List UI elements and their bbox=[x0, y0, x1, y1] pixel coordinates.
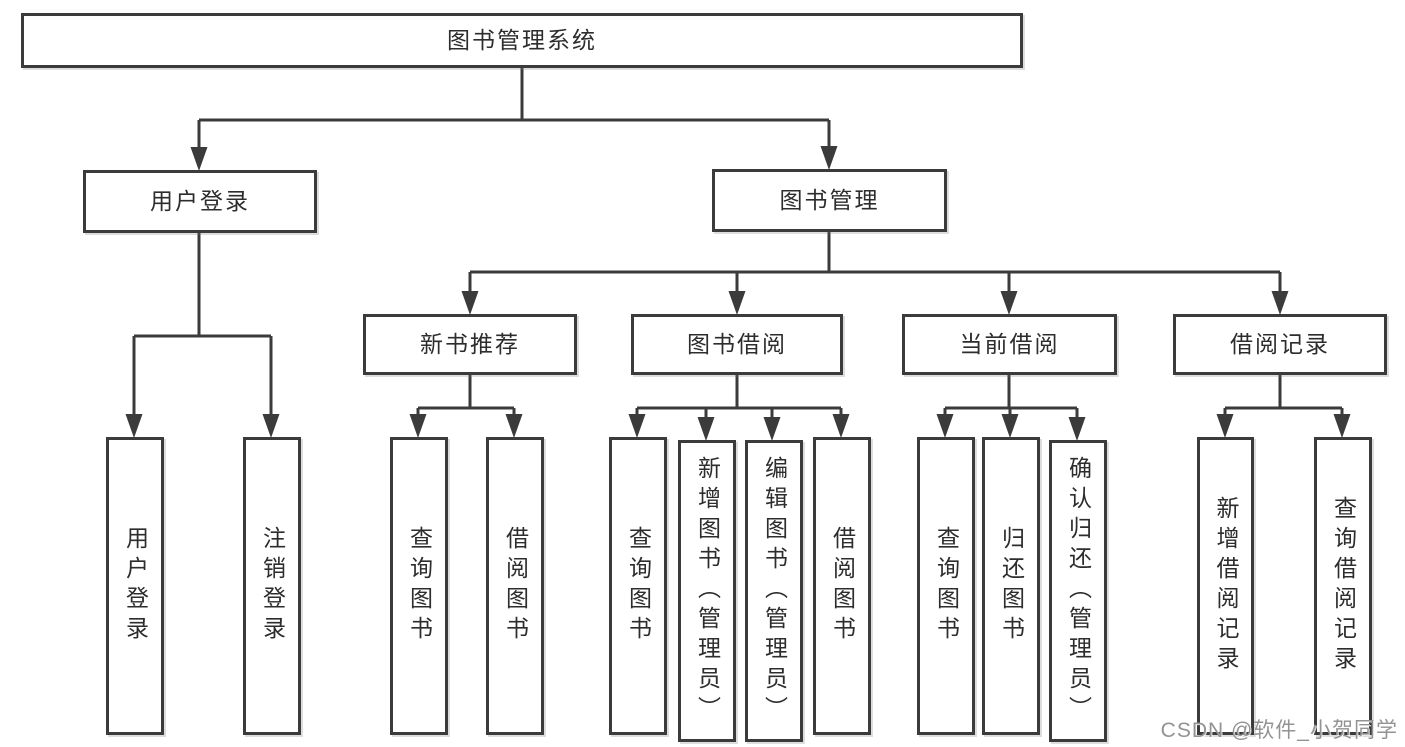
connector-borrowing-records-arrowheads bbox=[1216, 414, 1351, 438]
node-library-system: 图书管理系统 bbox=[21, 13, 1023, 68]
node-leaf-query-books-2: 查询图书 bbox=[609, 437, 667, 735]
node-current-borrowing: 当前借阅 bbox=[902, 314, 1117, 375]
watermark: CSDN @软件_小贺同学 bbox=[1160, 719, 1398, 742]
connector-root-arrowheads bbox=[190, 146, 838, 171]
connector-current-borrowing-arrowheads bbox=[936, 414, 1086, 441]
connector-user-login-lines bbox=[132, 233, 273, 415]
connector-new-book-recommend-lines bbox=[416, 375, 516, 415]
connector-new-book-recommend-arrowheads bbox=[409, 414, 523, 438]
node-leaf-borrow-books-1: 借阅图书 bbox=[486, 437, 544, 735]
node-leaf-user-login: 用户登录 bbox=[106, 437, 164, 735]
node-leaf-query-books-1: 查询图书 bbox=[390, 437, 448, 735]
node-leaf-query-books-3: 查询图书 bbox=[917, 437, 975, 735]
connector-book-management-arrowheads bbox=[461, 291, 1289, 315]
connector-current-borrowing-lines bbox=[943, 375, 1079, 418]
node-book-management: 图书管理 bbox=[712, 169, 947, 232]
node-leaf-confirm-return-admin: 确认归还（管理员） bbox=[1049, 440, 1107, 742]
node-leaf-add-books-admin: 新增图书（管理员） bbox=[678, 440, 736, 742]
node-new-book-recommend: 新书推荐 bbox=[363, 314, 577, 375]
connector-book-borrowing-lines bbox=[635, 375, 843, 418]
node-book-borrowing: 图书借阅 bbox=[631, 314, 843, 375]
node-borrowing-records: 借阅记录 bbox=[1173, 314, 1387, 375]
node-leaf-borrow-books-2: 借阅图书 bbox=[813, 437, 871, 735]
connector-root-lines bbox=[197, 68, 831, 148]
connector-borrowing-records-lines bbox=[1223, 375, 1344, 415]
node-leaf-add-borrow-record: 新增借阅记录 bbox=[1197, 437, 1254, 735]
node-user-login: 用户登录 bbox=[83, 170, 317, 233]
node-leaf-edit-books-admin: 编辑图书（管理员） bbox=[745, 440, 803, 742]
node-leaf-return-books: 归还图书 bbox=[982, 437, 1040, 735]
node-leaf-query-borrow-record: 查询借阅记录 bbox=[1314, 437, 1372, 735]
connector-user-login-arrowheads bbox=[125, 414, 280, 438]
node-leaf-logout: 注销登录 bbox=[243, 437, 301, 735]
connector-book-management-lines bbox=[468, 232, 1282, 292]
